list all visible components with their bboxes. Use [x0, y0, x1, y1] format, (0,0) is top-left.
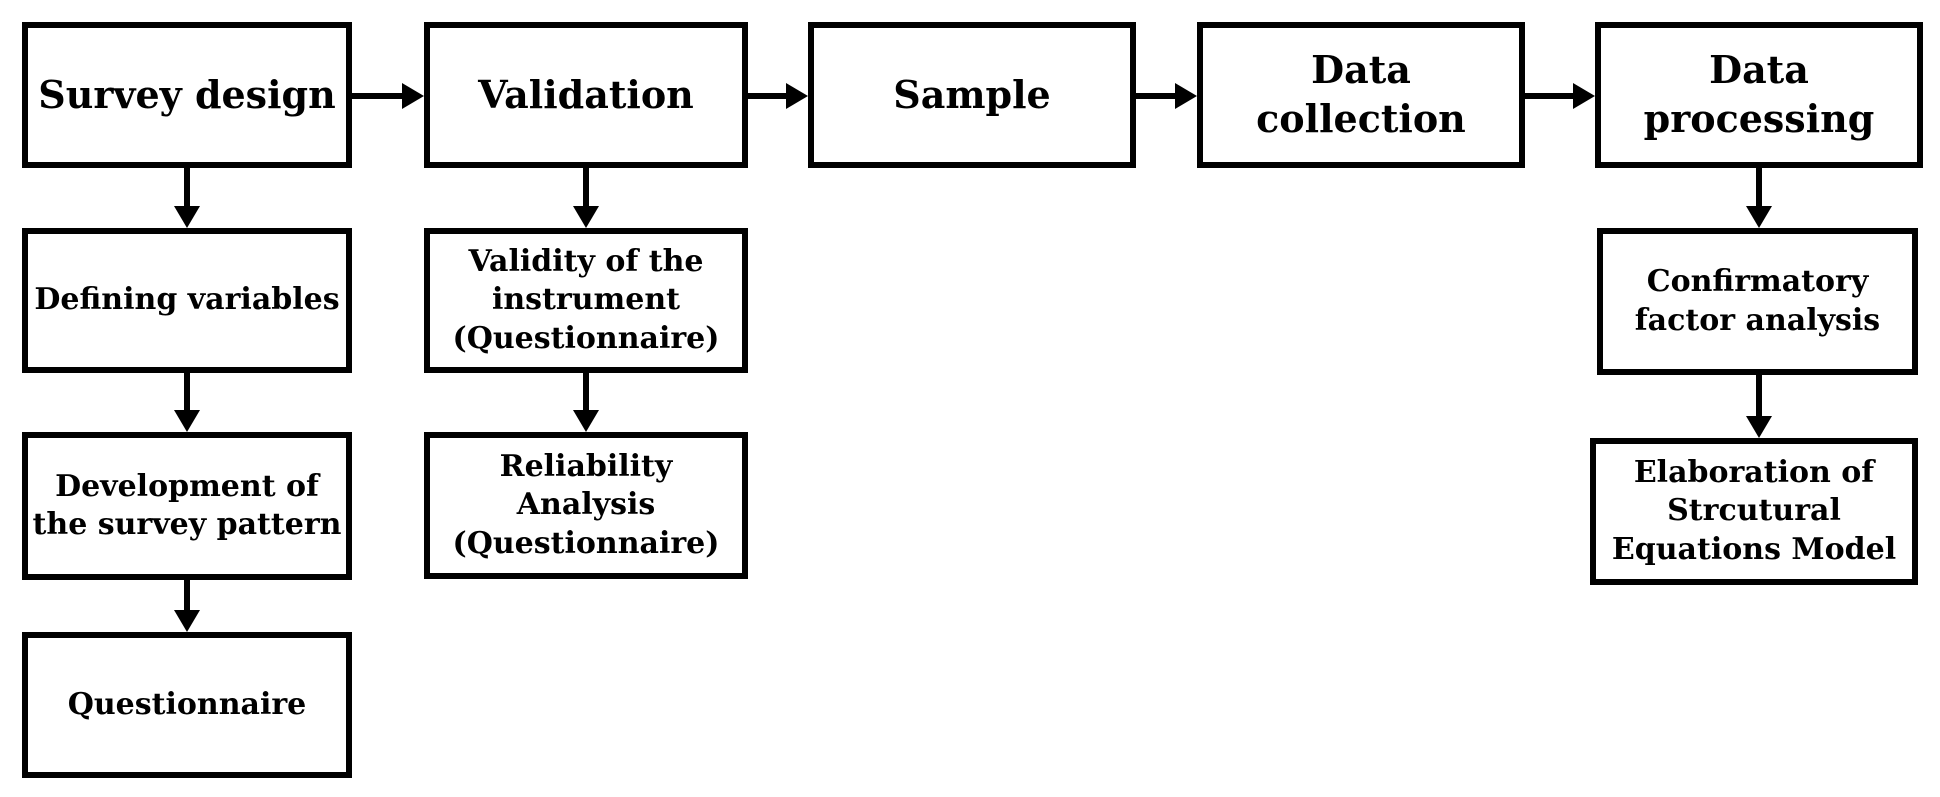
arrowhead-down-icon — [573, 206, 599, 228]
arrowhead-down-icon — [174, 206, 200, 228]
arrow-shaft — [1136, 93, 1179, 99]
arrow-survey-design-to-defining-variables — [174, 168, 200, 228]
arrow-sample-to-data-collection — [1136, 83, 1197, 109]
node-validity-instrument: Validity of the instrument (Questionnair… — [424, 228, 748, 373]
arrowhead-right-icon — [402, 83, 424, 109]
arrow-validation-to-sample — [748, 83, 808, 109]
arrow-validity-instrument-to-reliability-analysis — [573, 373, 599, 432]
node-elaboration-sem: Elaboration of Strcutural Equations Mode… — [1590, 438, 1918, 585]
arrowhead-down-icon — [1746, 416, 1772, 438]
arrow-validation-to-validity-instrument — [573, 168, 599, 228]
arrow-shaft — [184, 373, 190, 414]
node-survey-design: Survey design — [22, 22, 352, 168]
arrow-data-collection-to-data-processing — [1525, 83, 1595, 109]
arrow-defining-variables-to-development-pattern — [174, 373, 200, 432]
arrow-shaft — [1756, 375, 1762, 420]
arrow-shaft — [583, 168, 589, 210]
arrowhead-down-icon — [174, 410, 200, 432]
node-data-processing: Data processing — [1595, 22, 1923, 168]
arrow-shaft — [583, 373, 589, 414]
arrowhead-right-icon — [1573, 83, 1595, 109]
arrow-shaft — [184, 580, 190, 614]
node-development-pattern: Development of the survey pattern — [22, 432, 352, 580]
arrow-shaft — [1756, 168, 1762, 210]
arrow-shaft — [184, 168, 190, 210]
arrowhead-right-icon — [786, 83, 808, 109]
node-confirmatory-analysis: Confirmatory factor analysis — [1597, 228, 1918, 375]
node-sample: Sample — [808, 22, 1136, 168]
arrow-shaft — [352, 93, 406, 99]
arrowhead-down-icon — [573, 410, 599, 432]
node-defining-variables: Defining variables — [22, 228, 352, 373]
node-data-collection: Data collection — [1197, 22, 1525, 168]
arrowhead-down-icon — [1746, 206, 1772, 228]
arrowhead-right-icon — [1175, 83, 1197, 109]
arrow-development-pattern-to-questionnaire — [174, 580, 200, 632]
arrowhead-down-icon — [174, 610, 200, 632]
node-reliability-analysis: Reliability Analysis (Questionnaire) — [424, 432, 748, 579]
arrow-data-processing-to-confirmatory-analysis — [1746, 168, 1772, 228]
node-questionnaire: Questionnaire — [22, 632, 352, 778]
arrow-confirmatory-analysis-to-elaboration-sem — [1746, 375, 1772, 438]
arrow-shaft — [748, 93, 790, 99]
arrow-shaft — [1525, 93, 1577, 99]
arrow-survey-design-to-validation — [352, 83, 424, 109]
node-validation: Validation — [424, 22, 748, 168]
